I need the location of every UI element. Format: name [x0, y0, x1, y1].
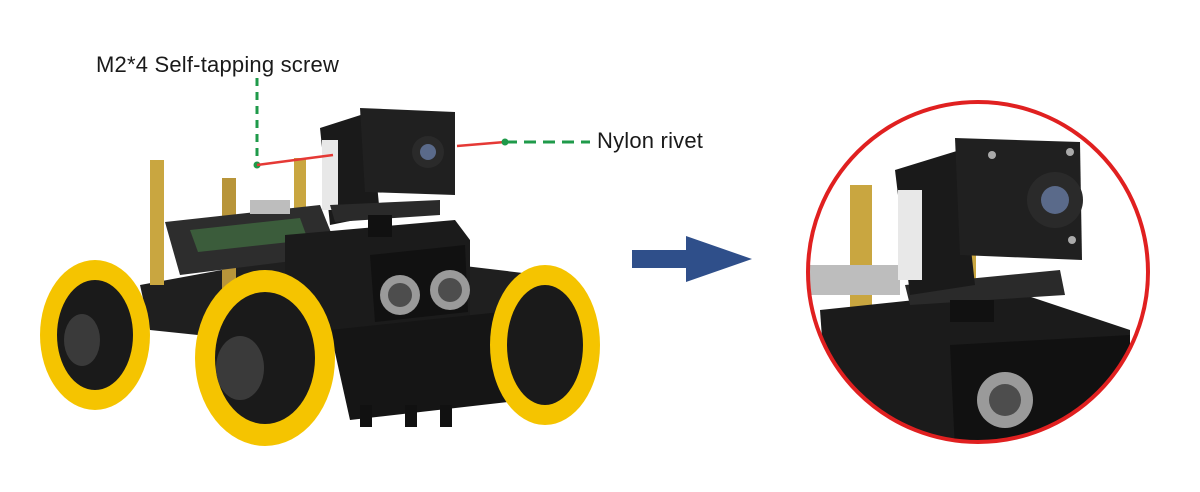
- rivet-pointer: [456, 140, 506, 148]
- screw-callout-label: M2*4 Self-tapping screw: [96, 52, 340, 77]
- brass-standoff: [150, 160, 164, 285]
- zoom-circle: [806, 100, 1150, 444]
- rivet-callout: [456, 138, 590, 148]
- servo-horn: [322, 140, 338, 210]
- wheel-rear-left: [40, 260, 150, 410]
- robot-car: [140, 108, 560, 427]
- board-chip: [190, 218, 308, 252]
- camera-board: [360, 108, 455, 195]
- pan-plate: [330, 200, 440, 222]
- wheel-front-left: [195, 270, 335, 446]
- rivet-callout-label: Nylon rivet: [597, 128, 704, 153]
- camera-board-zoom: [955, 138, 1082, 260]
- wheel-front-right: [490, 265, 600, 425]
- screw-pointer: [256, 153, 334, 167]
- lower-bracket: [330, 310, 525, 420]
- servo-horn-zoom: [898, 190, 922, 280]
- right-arrow-icon: [632, 236, 752, 282]
- zoom-detail: [806, 100, 1150, 444]
- board-header: [250, 200, 290, 214]
- screw-callout: [253, 78, 334, 169]
